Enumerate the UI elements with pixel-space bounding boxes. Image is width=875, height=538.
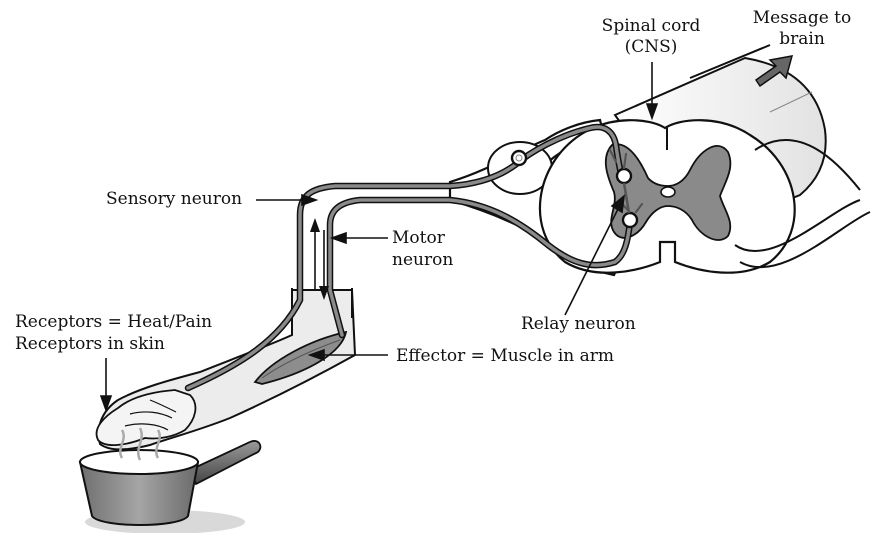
label-relay-neuron: Relay neuron	[521, 314, 636, 335]
hand	[96, 390, 195, 445]
label-motor: Motor	[392, 228, 445, 249]
label-brain: brain	[740, 29, 864, 50]
label-effector: Effector = Muscle in arm	[396, 346, 614, 367]
label-spinal-cord: Spinal cord	[588, 16, 714, 37]
label-neuron: neuron	[392, 250, 453, 271]
label-cns: (CNS)	[588, 37, 714, 58]
label-message-to: Message to	[740, 8, 864, 29]
label-receptors-heat-pain: Receptors = Heat/Pain	[15, 312, 212, 333]
label-sensory-neuron: Sensory neuron	[106, 189, 242, 210]
label-receptors-in-skin: Receptors in skin	[15, 334, 165, 355]
impulse-direction-arrows	[310, 218, 329, 300]
